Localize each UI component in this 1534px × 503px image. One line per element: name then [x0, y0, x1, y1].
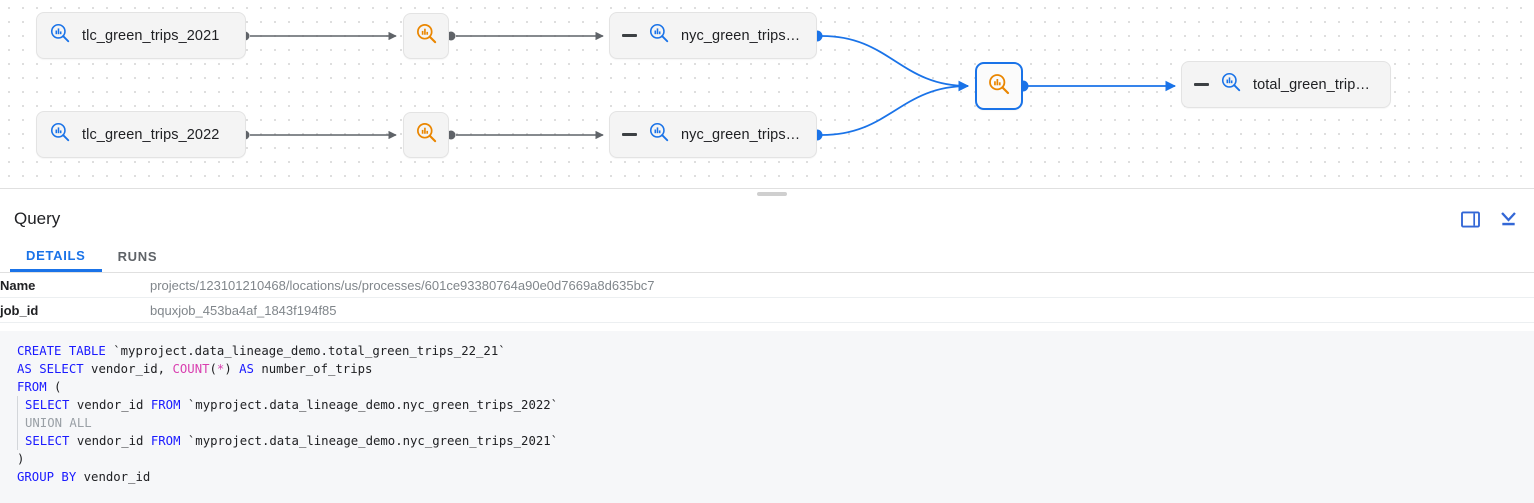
lineage-node-process-2022[interactable]	[403, 112, 449, 158]
tab-runs[interactable]: RUNS	[117, 249, 158, 264]
table-search-icon	[648, 22, 670, 49]
collapse-toggle-icon[interactable]	[622, 34, 637, 37]
lineage-node-label: total_green_trip…	[1253, 76, 1370, 93]
lineage-node-label: nyc_green_trips…	[681, 27, 801, 44]
lineage-node-label: tlc_green_trips_2021	[82, 27, 220, 44]
sql-code-text: CREATE TABLE `myproject.data_lineage_dem…	[17, 344, 559, 484]
tab-details[interactable]: DETAILS	[10, 241, 102, 272]
panel-drag-handle[interactable]	[757, 192, 787, 196]
panel-header-actions	[1458, 207, 1520, 231]
lineage-node-label: tlc_green_trips_2022	[82, 126, 220, 143]
side-panel-icon[interactable]	[1458, 207, 1482, 231]
panel-resize-area[interactable]	[0, 188, 1534, 198]
query-details-panel: Query DETAILS RUNS Name projects	[0, 197, 1534, 503]
table-search-icon	[1220, 71, 1242, 98]
lineage-node-process-2021[interactable]	[403, 13, 449, 59]
lineage-node-process-union-selected[interactable]	[975, 62, 1023, 110]
lineage-node-total-green-trips[interactable]: total_green_trip…	[1181, 61, 1391, 108]
process-search-icon	[415, 121, 438, 149]
lineage-node-label: nyc_green_trips…	[681, 126, 801, 143]
process-search-icon	[415, 22, 438, 50]
collapse-toggle-icon[interactable]	[1194, 83, 1209, 86]
panel-title: Query	[14, 209, 61, 228]
table-search-icon	[49, 22, 71, 49]
query-details-table: Name projects/123101210468/locations/us/…	[0, 273, 1534, 323]
lineage-node-tlc-green-trips-2022[interactable]: tlc_green_trips_2022	[36, 111, 246, 158]
table-search-icon	[49, 121, 71, 148]
sql-code-block[interactable]: CREATE TABLE `myproject.data_lineage_dem…	[0, 331, 1534, 503]
lineage-node-nyc-green-trips-2022[interactable]: nyc_green_trips…	[609, 111, 817, 158]
lineage-node-tlc-green-trips-2021[interactable]: tlc_green_trips_2021	[36, 12, 246, 59]
lineage-graph-canvas[interactable]: tlc_green_trips_2021 tlc_green_trips_202…	[0, 0, 1534, 188]
detail-key-job-id: job_id	[0, 297, 150, 323]
table-row: job_id bquxjob_453ba4af_1843f194f85	[0, 297, 1534, 323]
process-search-icon	[987, 72, 1011, 101]
query-tab-bar: DETAILS RUNS	[0, 241, 1534, 273]
lineage-node-nyc-green-trips-2021[interactable]: nyc_green_trips…	[609, 12, 817, 59]
query-panel-header: Query	[0, 197, 1534, 241]
collapse-down-icon[interactable]	[1496, 207, 1520, 231]
detail-value-job-id: bquxjob_453ba4af_1843f194f85	[150, 297, 1534, 323]
detail-key-name: Name	[0, 273, 150, 298]
detail-value-name: projects/123101210468/locations/us/proce…	[150, 273, 1534, 298]
table-row: Name projects/123101210468/locations/us/…	[0, 273, 1534, 298]
collapse-toggle-icon[interactable]	[622, 133, 637, 136]
table-search-icon	[648, 121, 670, 148]
